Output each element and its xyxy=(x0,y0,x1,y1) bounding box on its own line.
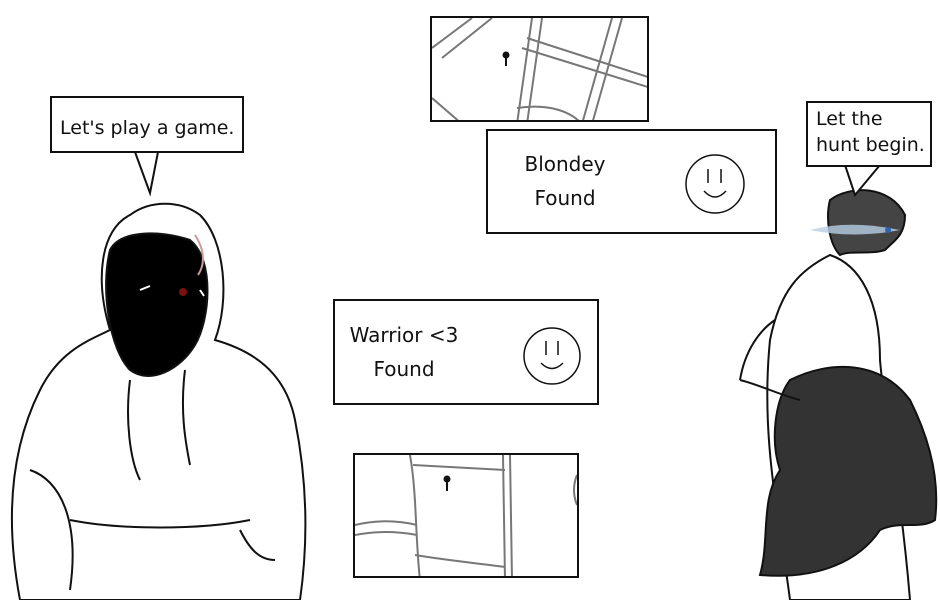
hooded-figure xyxy=(10,202,307,600)
found-notification: Blondey Found xyxy=(486,129,777,234)
notification-name: Warrior <3 xyxy=(349,323,459,347)
found-notification: Warrior <3 Found xyxy=(333,299,599,405)
smiley-face-icon xyxy=(523,327,581,385)
speech-tail xyxy=(844,164,881,198)
speech-text-line2: hunt begin. xyxy=(816,134,925,156)
notification-status: Found xyxy=(373,357,435,381)
notification-name: Blondey xyxy=(524,152,606,176)
notification-status: Found xyxy=(534,186,596,210)
location-pin-icon xyxy=(443,475,451,491)
map-panel xyxy=(430,16,649,122)
speech-bubble-right: Let the hunt begin. xyxy=(806,101,932,167)
smiley-face-icon xyxy=(685,154,745,214)
map-streets xyxy=(432,18,647,120)
speech-tail xyxy=(134,151,159,197)
speech-text-line1: Let the xyxy=(816,108,883,130)
speech-bubble-hooded: Let's play a game. xyxy=(50,96,244,153)
map-panel xyxy=(353,453,579,578)
speech-text: Let's play a game. xyxy=(60,117,235,139)
running-figure xyxy=(739,189,938,600)
location-pin-icon xyxy=(502,51,510,66)
map-streets xyxy=(355,455,577,576)
